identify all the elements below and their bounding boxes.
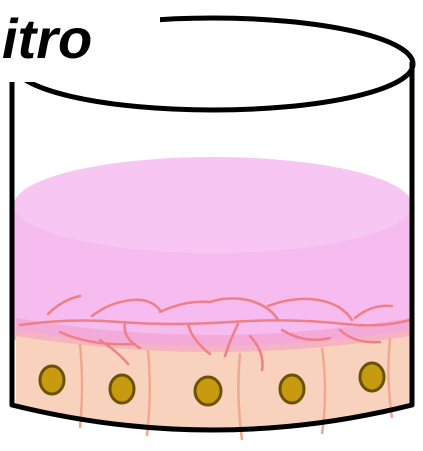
nucleus — [360, 363, 384, 391]
nucleus — [280, 375, 304, 403]
nucleus — [110, 375, 134, 403]
nucleus — [40, 366, 64, 394]
label-text: itro — [2, 7, 92, 70]
medium-surface — [14, 157, 412, 253]
nucleus — [195, 377, 221, 405]
